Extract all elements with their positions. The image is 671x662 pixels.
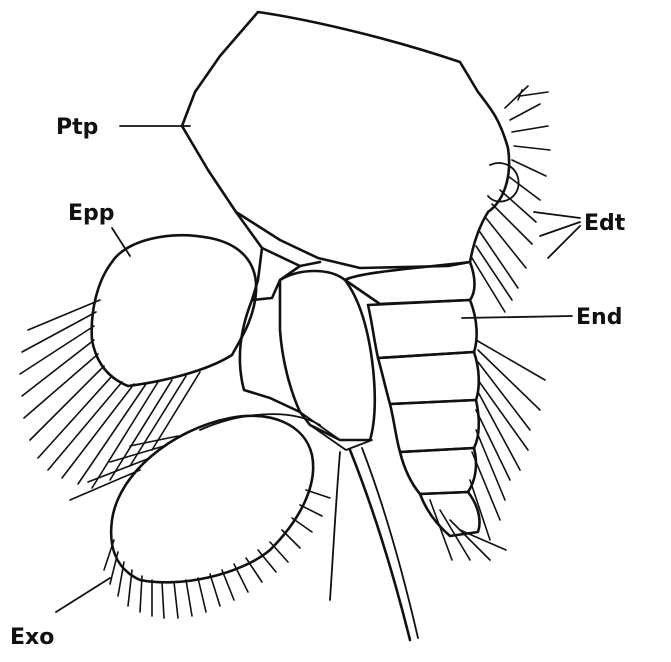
exopodite-setae: [104, 490, 330, 618]
endopodite-seg-3: [378, 352, 479, 404]
protopodite: [182, 12, 509, 268]
spine-long-1: [350, 450, 410, 640]
epipodite-setae: [20, 300, 200, 488]
endopodite-seg-5: [400, 448, 476, 494]
endite-setae: [472, 86, 550, 312]
connector-line-1: [300, 412, 340, 440]
protopodite-lobe: [488, 163, 519, 202]
label-edt: Edt: [584, 211, 626, 236]
basal-segment-lower: [240, 300, 300, 412]
edt-leader-line-2: [540, 222, 580, 236]
label-ptp: Ptp: [56, 115, 98, 140]
basal-segment-mid-2: [280, 271, 375, 440]
epipodite: [92, 235, 256, 386]
label-exo: Exo: [10, 625, 54, 650]
label-epp: Epp: [68, 201, 115, 226]
end-leader-line: [462, 316, 572, 318]
endopodite-tip: [420, 492, 480, 536]
spine-long-3: [330, 452, 340, 600]
exo-leader-line: [56, 578, 110, 612]
label-end: End: [576, 305, 622, 330]
edt-leader-line-1: [534, 212, 580, 218]
endopodite-seg-2: [368, 300, 477, 358]
endopodite-seg-4: [390, 400, 479, 452]
